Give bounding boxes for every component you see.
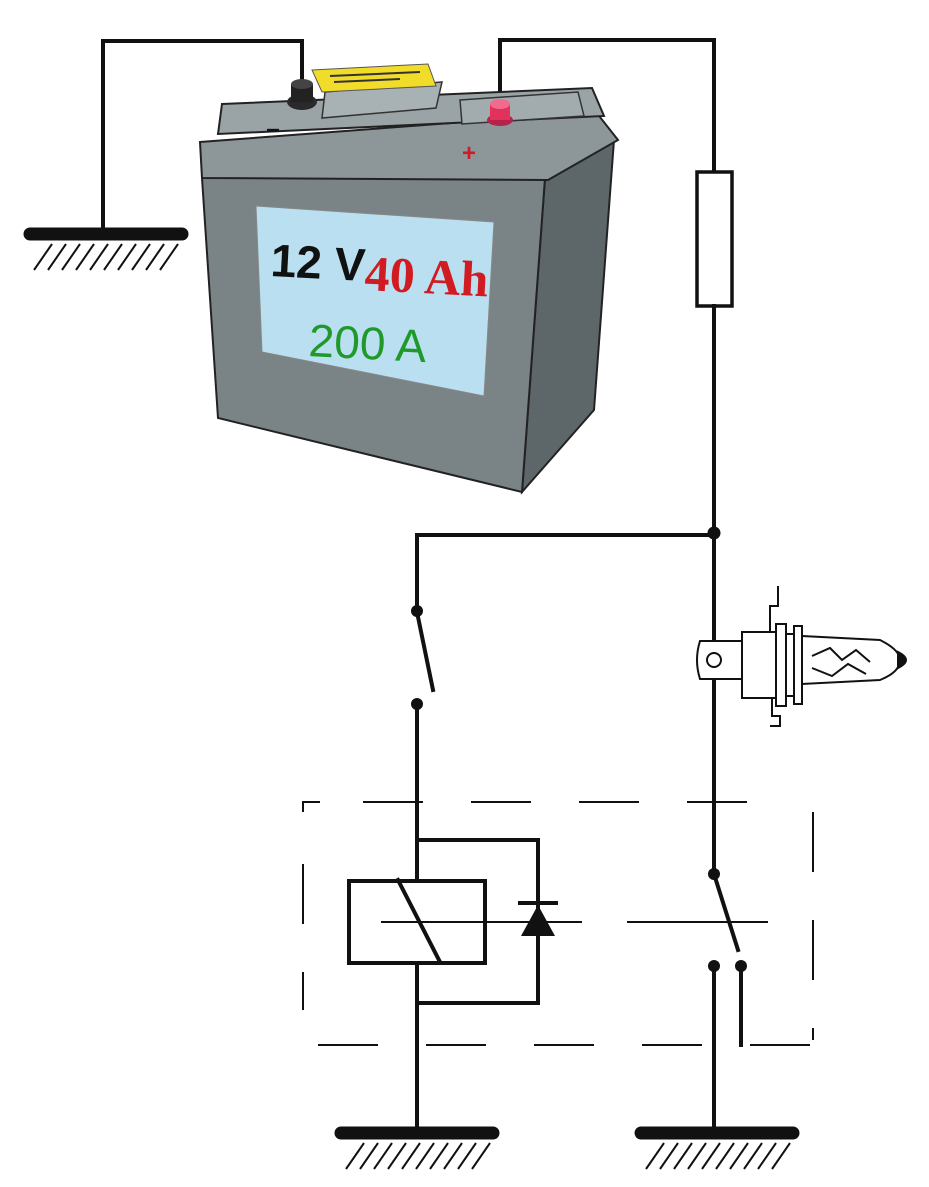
battery-negative-wire bbox=[101, 39, 304, 234]
negative-terminal bbox=[287, 79, 317, 110]
ground-load bbox=[634, 1126, 800, 1170]
minus-symbol: − bbox=[266, 117, 280, 144]
ground-relay-coil bbox=[334, 1126, 500, 1170]
relay-coil bbox=[347, 877, 500, 965]
battery-voltage-label: 12 V bbox=[269, 234, 367, 291]
warning-sticker bbox=[311, 63, 437, 93]
battery-positive-wire bbox=[498, 38, 716, 174]
battery-capacity-label: 40 Ah bbox=[363, 245, 490, 307]
control-branch-wire bbox=[415, 533, 716, 612]
halogen-bulb bbox=[696, 586, 907, 727]
plus-symbol: + bbox=[462, 140, 476, 167]
fuse bbox=[695, 170, 734, 308]
ground-battery-negative bbox=[23, 227, 189, 271]
relay bbox=[302, 801, 814, 1132]
battery-current-label: 200 A bbox=[307, 314, 428, 372]
positive-terminal bbox=[487, 99, 513, 126]
relay-contact bbox=[708, 868, 747, 1132]
battery: − + 12 V 40 Ah 200 A bbox=[198, 63, 620, 495]
battery-label-panel bbox=[255, 205, 495, 397]
freewheel-diode bbox=[415, 838, 582, 1005]
control-switch[interactable] bbox=[411, 605, 436, 710]
